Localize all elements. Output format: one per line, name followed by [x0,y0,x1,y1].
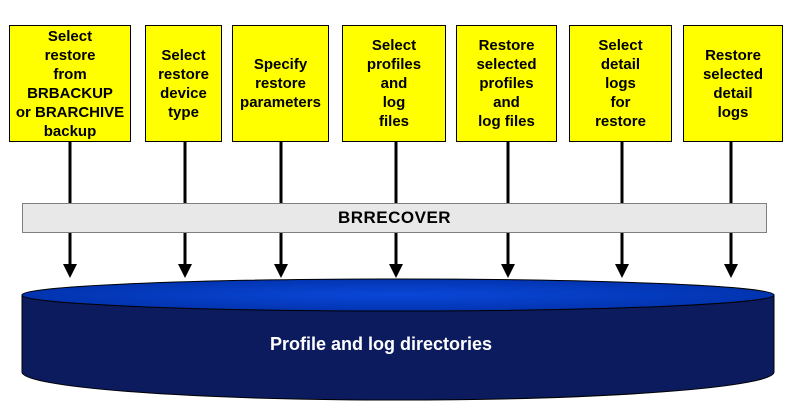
arrowhead-1 [63,264,77,278]
step-box-2: Select restore device type [145,25,222,142]
step-box-7: Restore selected detail logs [683,25,783,142]
step-label: Restore selected profiles and log files [476,37,537,130]
tool-label: BRRECOVER [337,208,452,227]
step-box-5: Restore selected profiles and log files [456,25,557,142]
step-label: Select restore device type [158,46,209,121]
arrowhead-3 [274,264,288,278]
step-box-6: Select detail logs for restore [569,25,672,142]
database-cylinder-top [21,278,775,312]
step-label: Specify restore parameters [240,56,321,111]
step-label: Select detail logs for restore [595,37,646,130]
arrows-upper [68,142,733,203]
step-label: Select profiles and log files [366,37,422,130]
step-box-4: Select profiles and log files [342,25,446,142]
arrowhead-2 [178,264,192,278]
database-cylinder-body [21,294,775,401]
database-label: Profile and log directories [269,334,493,354]
arrowhead-5 [501,264,515,278]
step-box-3: Specify restore parameters [232,25,329,142]
brrecover-bar: BRRECOVER [22,203,767,233]
arrowheads [63,264,738,278]
arrowhead-7 [724,264,738,278]
arrows-lower [68,233,733,266]
arrowhead-4 [389,264,403,278]
step-box-1: Select restore from BRBACKUP or BRARCHIV… [9,25,131,142]
arrowhead-6 [615,264,629,278]
step-label: Restore selected detail logs [702,46,764,121]
step-label: Select restore from BRBACKUP or BRARCHIV… [15,27,125,140]
